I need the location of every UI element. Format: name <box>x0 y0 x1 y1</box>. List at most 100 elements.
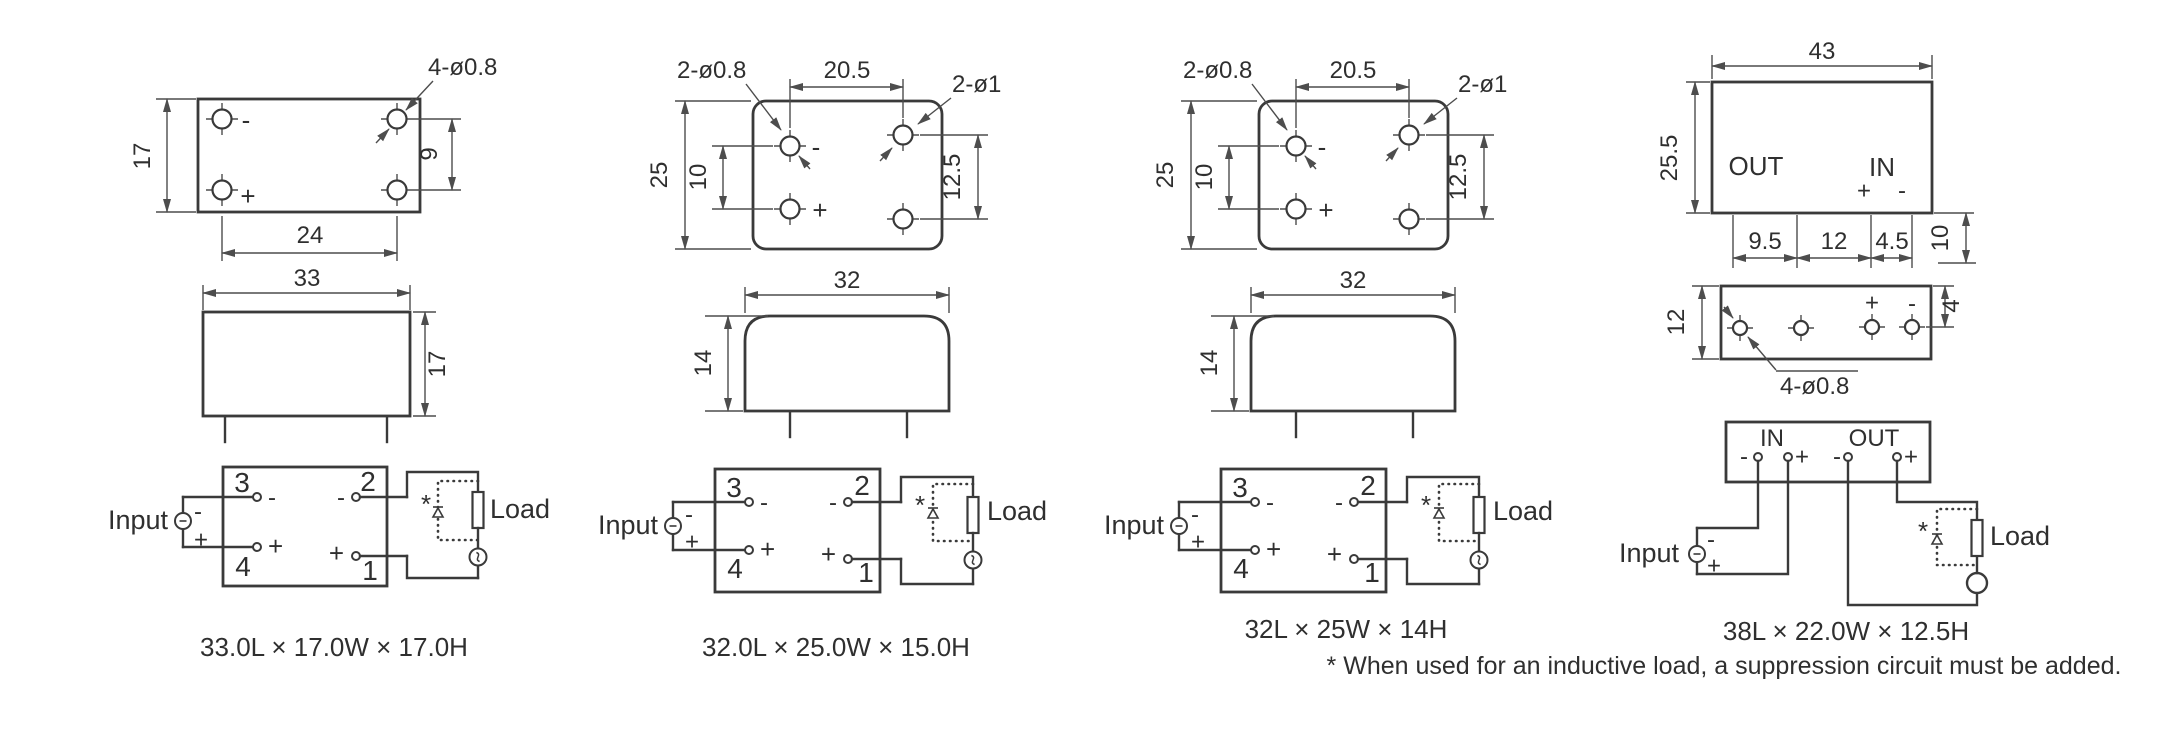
dim-label: 33 <box>294 265 321 292</box>
ac-source-icon <box>963 550 983 570</box>
input-label: Input <box>1104 510 1165 540</box>
pin-1-label: 1 <box>858 557 874 588</box>
holes-label: 2-ø1 <box>1458 71 1507 98</box>
pin-4-label: 4 <box>1233 553 1249 584</box>
relay-box <box>221 465 389 588</box>
dim-label: 24 <box>297 222 324 249</box>
mounting-hole-icon <box>379 172 415 208</box>
pin-3-polarity: - <box>1266 490 1274 517</box>
model-3-side-view: 32 14 <box>1196 267 1457 439</box>
pin-2-polarity: - <box>337 485 345 512</box>
model-4-caption: 38L × 22.0W × 12.5H <box>1723 616 1969 646</box>
dim-width: 32 <box>1250 267 1456 313</box>
out-label: OUT <box>1849 425 1900 452</box>
dim-label: 4.5 <box>1875 228 1908 255</box>
out-plus: + <box>1904 444 1918 471</box>
dim-pin-pitches: 9.5 12 4.5 <box>1732 215 1913 268</box>
terminal-icon <box>744 545 754 555</box>
dim-height: 17 <box>129 98 196 213</box>
mounting-hole-icon <box>1725 313 1755 343</box>
load-label: Load <box>1493 496 1553 526</box>
dim-right-hole-spacing: 12.5 <box>1426 134 1494 220</box>
dim-top-hole-spacing: 20.5 <box>1295 57 1410 128</box>
dim-label: 10 <box>685 164 712 191</box>
dc-source-icon <box>174 512 192 530</box>
load-label: Load <box>987 496 1047 526</box>
pin-1-polarity: + <box>821 539 836 569</box>
wire <box>1405 557 1481 586</box>
input-minus: - <box>194 499 202 526</box>
pin-4-label: 4 <box>235 551 251 582</box>
wire <box>405 554 480 580</box>
input-label: Input <box>1619 538 1680 568</box>
wire <box>1895 459 1979 522</box>
relay-box <box>713 467 882 594</box>
dim-left-hole-spacing: 10 <box>685 145 773 210</box>
mounting-hole-icon <box>885 117 921 153</box>
terminal-icon <box>1250 545 1260 555</box>
model-3-wiring-diagram: Input - + 3 - 4 + 2 - 1 + * Lo <box>1104 467 1553 594</box>
polarity-plus: + <box>812 195 827 225</box>
wire <box>1695 459 1790 576</box>
model-3-top-view: - + 2-ø0.8 20.5 2-ø1 25 <box>1152 57 1507 251</box>
pin-3-label: 3 <box>1232 472 1248 503</box>
dim-hole-spacing-h: 24 <box>221 216 398 261</box>
dim-label: 14 <box>1196 350 1223 377</box>
resistor-icon <box>471 490 485 530</box>
footnote: * When used for an inductive load, a sup… <box>1327 652 2122 680</box>
leader-line <box>1721 305 1734 319</box>
body-outline <box>201 310 412 418</box>
terminal-icon <box>252 542 262 552</box>
pin-3-polarity: - <box>760 490 768 517</box>
pin-4-polarity: + <box>760 534 775 564</box>
model-4-mount-view: + - 12 4 4-ø0.8 <box>1663 284 1965 400</box>
dim-height: 14 <box>690 315 768 412</box>
body-outline <box>1257 99 1450 251</box>
pin-3-label: 3 <box>726 472 742 503</box>
diode-icon <box>927 507 939 519</box>
dim-label: 32 <box>1340 267 1367 294</box>
dim-width: 43 <box>1711 38 1933 79</box>
model-2-wiring-diagram: Input - + 3 - 4 + 2 - 1 + * Lo <box>598 467 1047 594</box>
dim-height: 14 <box>1196 315 1274 412</box>
dim-label: 4 <box>1938 299 1965 312</box>
dim-pin-length: 10 <box>1927 212 1976 264</box>
dim-hole-offset: 4 <box>1926 285 1965 328</box>
input-plus: + <box>685 529 699 556</box>
dim-label: 25 <box>1152 162 1179 189</box>
dim-width: 32 <box>744 267 950 313</box>
holes-label: 2-ø0.8 <box>677 57 746 84</box>
leader-line <box>917 97 952 125</box>
dim-width: 33 <box>202 265 411 310</box>
leader-line <box>1304 155 1317 170</box>
polarity-minus: - <box>1318 132 1327 162</box>
terminal-icon <box>252 492 262 502</box>
small-holes-callout: 2-ø0.8 <box>1183 57 1317 170</box>
leader-line <box>1251 83 1288 131</box>
dim-label: 43 <box>1809 38 1836 65</box>
dim-height: 25 <box>646 100 751 250</box>
resistor-icon <box>1970 518 1984 558</box>
pin-2-polarity: - <box>1335 490 1343 517</box>
pin-2-polarity: - <box>829 490 837 517</box>
dim-label: 12.5 <box>1445 154 1472 201</box>
pin-2-label: 2 <box>1360 470 1376 501</box>
large-holes-callout: 2-ø1 <box>879 71 1001 162</box>
leader-line <box>879 147 893 162</box>
dim-label: 25 <box>646 162 673 189</box>
input-plus: + <box>194 527 208 554</box>
mounting-hole-icon <box>204 172 240 208</box>
pin-2-label: 2 <box>360 466 376 497</box>
dim-hole-spacing-v: 9 <box>413 118 461 191</box>
load-label: Load <box>1990 521 2050 551</box>
mounting-hole-icon <box>1857 312 1887 342</box>
relay-box <box>1219 467 1388 594</box>
out-minus: - <box>1833 444 1841 471</box>
leader-line <box>798 155 811 170</box>
polarity-plus: + <box>240 181 255 211</box>
load-label: Load <box>490 494 550 524</box>
pin-1-label: 1 <box>1364 557 1380 588</box>
resistor-icon <box>1472 495 1486 535</box>
body-outline <box>743 314 951 413</box>
